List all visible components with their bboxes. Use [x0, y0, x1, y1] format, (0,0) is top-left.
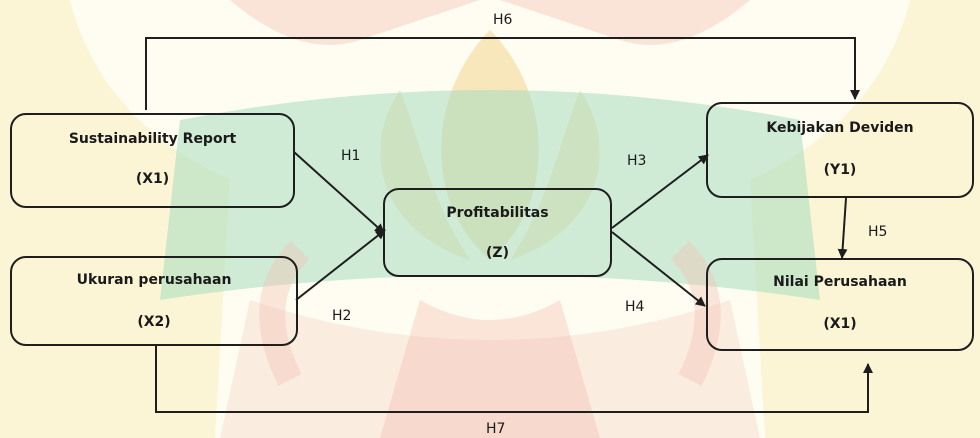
node-code: (X2) — [137, 314, 171, 330]
arrow-h7 — [155, 344, 873, 413]
arrow-h6 — [145, 37, 860, 110]
node-code: (X1) — [823, 316, 857, 332]
node-label: Ukuran perusahaan — [76, 272, 232, 288]
node-kebijakan-deviden: Kebijakan Deviden (Y1) — [706, 102, 974, 198]
node-label: Sustainability Report — [68, 131, 237, 147]
arrow-h5 — [837, 197, 848, 259]
path-label-h6: H6 — [493, 12, 513, 28]
node-sustainability-report: Sustainability Report (X1) — [10, 113, 295, 208]
node-code: (Z) — [486, 245, 509, 261]
node-profitabilitas: Profitabilitas (Z) — [383, 188, 612, 277]
path-label-h5: H5 — [868, 224, 888, 240]
node-label: Nilai Perusahaan — [773, 274, 907, 290]
path-label-h1: H1 — [341, 148, 361, 164]
path-label-h3: H3 — [627, 153, 647, 169]
arrow-h4 — [611, 231, 706, 307]
node-ukuran-perusahaan: Ukuran perusahaan (X2) — [10, 256, 298, 346]
arrow-h1 — [293, 151, 385, 234]
node-nilai-perusahaan: Nilai Perusahaan (X1) — [706, 258, 974, 351]
arrow-h3 — [611, 154, 709, 229]
path-label-h2: H2 — [332, 308, 352, 324]
node-label: Kebijakan Deviden — [766, 120, 914, 136]
arrow-h2 — [295, 229, 386, 301]
path-label-h4: H4 — [625, 299, 645, 315]
node-label: Profitabilitas — [446, 205, 549, 221]
node-code: (X1) — [135, 171, 170, 187]
path-label-h7: H7 — [486, 421, 506, 437]
node-code: (Y1) — [823, 162, 857, 178]
